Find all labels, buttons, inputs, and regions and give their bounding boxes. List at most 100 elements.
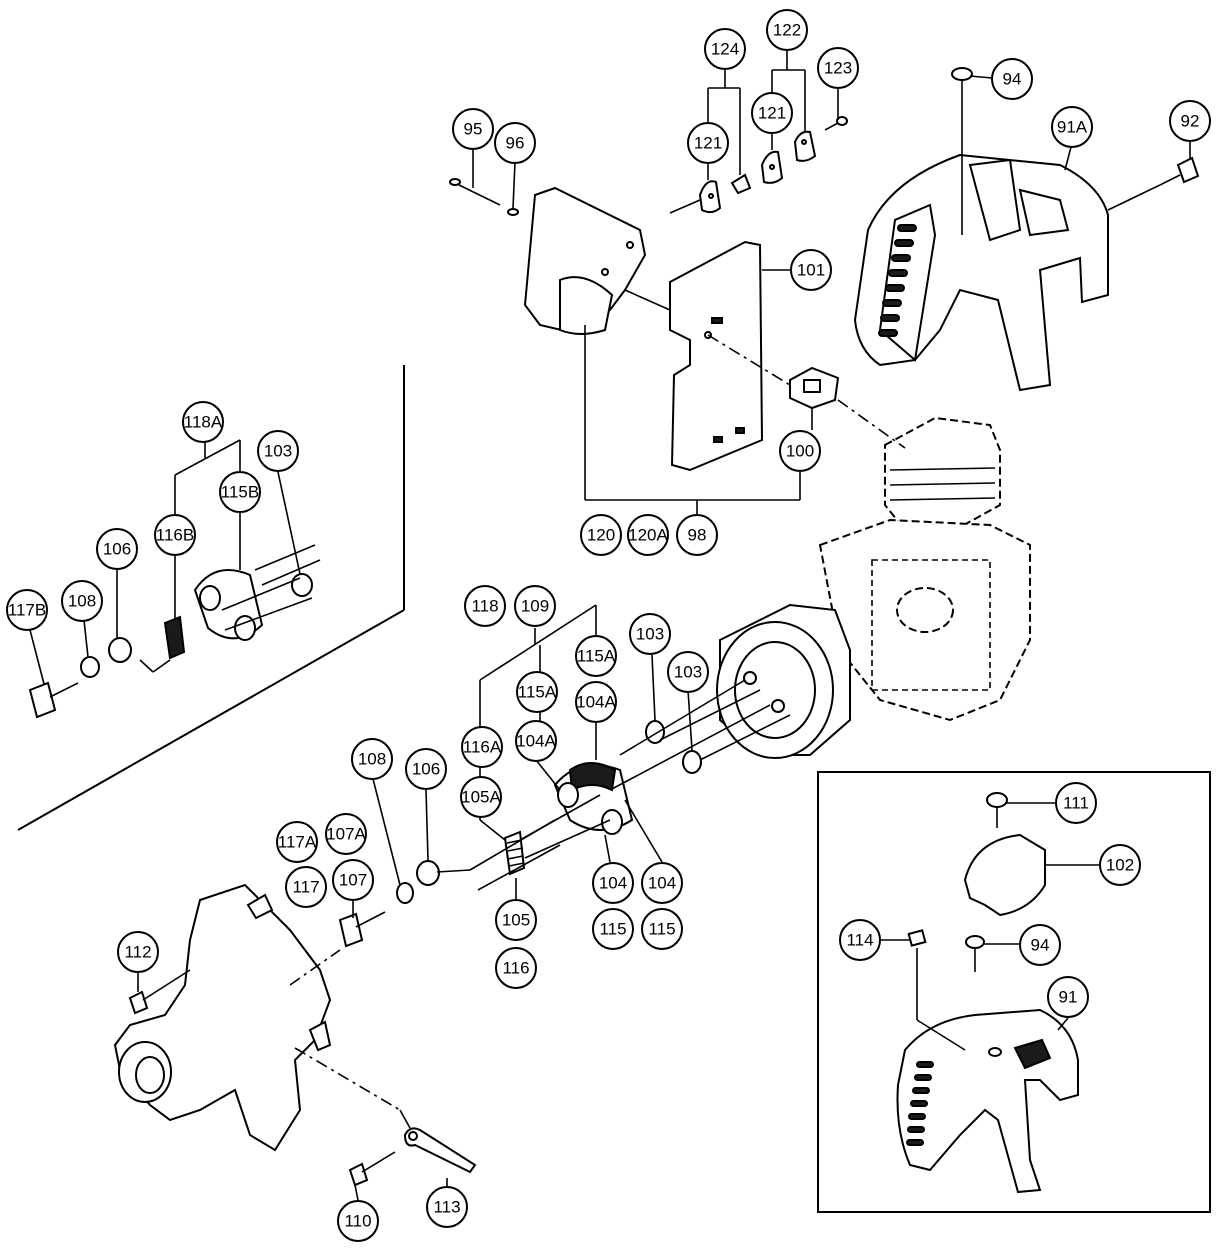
callout-label: 104: [648, 874, 676, 893]
callout-label: 106: [412, 760, 440, 779]
heat-shield-plate-101: [669, 240, 764, 472]
gasket-122: [793, 130, 817, 162]
callout-label: 115B: [221, 483, 259, 502]
part-124: [730, 173, 752, 195]
callout-label: 108: [358, 750, 386, 769]
callout-label: 118A: [184, 413, 223, 432]
callout-91A: 91A: [1051, 106, 1093, 148]
callout-label: 101: [797, 261, 825, 280]
callout-label: 116B: [156, 526, 194, 545]
callout-label: 117A: [278, 833, 317, 852]
spring-105: [503, 830, 526, 876]
callout-107: 107: [332, 859, 374, 901]
callout-106: 106: [405, 748, 447, 790]
callout-115: 115: [641, 908, 683, 950]
callout-label: 117B: [8, 601, 46, 620]
callout-label: 95: [464, 120, 483, 139]
flywheel: [716, 603, 851, 759]
screw-92: [1107, 156, 1200, 211]
callout-103: 103: [629, 613, 671, 655]
callout-117A: 117A: [276, 821, 318, 863]
callout-116: 116: [495, 947, 537, 989]
callout-104A: 104A: [515, 720, 557, 762]
callout-117B: 117B: [6, 589, 48, 631]
callout-104A: 104A: [575, 681, 617, 723]
callout-label: 107: [339, 871, 367, 890]
callout-label: 102: [1106, 856, 1134, 875]
callout-118: 118: [464, 585, 506, 627]
callout-label: 115: [599, 920, 626, 939]
callout-label: 100: [786, 442, 814, 461]
callout-104: 104: [641, 862, 683, 904]
callout-112: 112: [117, 931, 159, 973]
washer-106-inset: [108, 637, 132, 663]
cover-102: [963, 833, 1046, 917]
cover-vent-slots: [878, 224, 917, 337]
callout-label: 92: [1181, 112, 1200, 131]
callout-101: 101: [790, 249, 832, 291]
callout-label: 98: [688, 526, 707, 545]
nut-114: [907, 929, 927, 947]
callout-109: 109: [514, 585, 556, 627]
callout-label: 120: [587, 526, 615, 545]
left-inset-frame: [17, 365, 405, 831]
callout-108: 108: [351, 738, 393, 780]
callout-111: 111: [1055, 782, 1097, 824]
callout-121: 121: [751, 92, 793, 134]
gear-case-housing: [113, 883, 332, 1152]
callout-115A: 115A: [575, 635, 617, 677]
callout-120A: 120A: [627, 514, 669, 556]
callout-label: 108: [68, 592, 96, 611]
bolt-95: [449, 178, 501, 206]
bolt-110: [348, 1151, 396, 1187]
callout-label: 115A: [518, 683, 557, 702]
callout-115B: 115B: [219, 471, 261, 513]
callout-94: 94: [1019, 924, 1061, 966]
clamp-113: [403, 1127, 477, 1174]
callouts: 124 122 123 121 121 94 95 96 91A 92 101 …: [6, 9, 1211, 1242]
callout-label: 104A: [516, 732, 556, 751]
screw-94-top: [951, 67, 973, 100]
callout-106: 106: [96, 528, 138, 570]
callout-label: 105: [502, 911, 530, 930]
callout-95: 95: [452, 108, 494, 150]
bolt-117B: [28, 681, 79, 719]
callout-label: 94: [1031, 936, 1050, 955]
callout-label: 105A: [461, 788, 501, 807]
callout-116B: 116B: [154, 514, 196, 556]
inset-cover-vent-slots: [906, 1061, 934, 1146]
screw-111: [986, 792, 1008, 828]
gasket-121-left: [698, 180, 722, 214]
callout-116A: 116A: [461, 726, 503, 768]
callout-label: 121: [758, 104, 786, 123]
screw-94-inset: [965, 935, 985, 972]
callout-122: 122: [766, 9, 808, 51]
callout-label: 103: [674, 663, 702, 682]
callout-91: 91: [1047, 976, 1089, 1018]
callout-label: 120A: [628, 526, 668, 545]
clutch-inset-115B: [193, 569, 264, 641]
callout-92: 92: [1169, 100, 1211, 142]
callout-label: 117: [292, 878, 319, 897]
callout-label: 121: [694, 134, 722, 153]
callout-label: 107A: [326, 825, 366, 844]
callout-label: 116: [502, 959, 529, 978]
callout-124: 124: [704, 28, 746, 70]
callout-121: 121: [687, 122, 729, 164]
engine-cover-91A: [853, 100, 1109, 392]
callout-label: 116A: [463, 738, 502, 757]
callout-label: 104A: [576, 693, 616, 712]
callout-108: 108: [61, 580, 103, 622]
callout-label: 96: [506, 134, 525, 153]
callout-label: 111: [1063, 794, 1089, 813]
spring-116B: [163, 615, 186, 660]
gasket-121-right: [760, 150, 784, 184]
gasket-100: [789, 366, 840, 410]
callout-label: 91: [1059, 988, 1078, 1007]
callout-110: 110: [337, 1200, 379, 1242]
callout-label: 109: [521, 597, 549, 616]
callout-114: 114: [839, 919, 881, 961]
callout-100: 100: [779, 430, 821, 472]
callout-120: 120: [580, 514, 622, 556]
